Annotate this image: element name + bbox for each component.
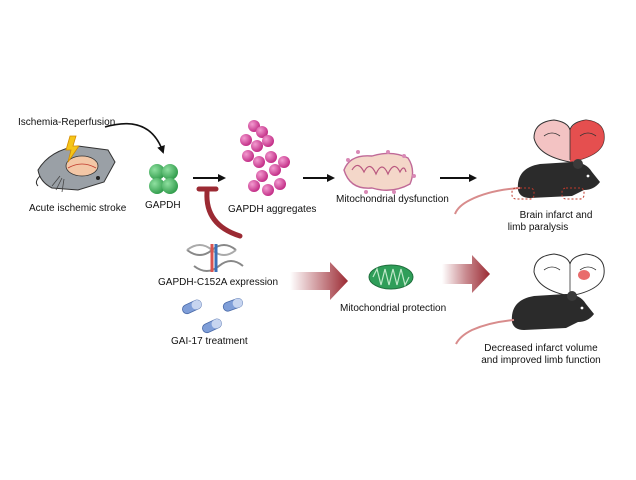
label-outcome-good-1: Decreased infarct volume: [484, 343, 598, 354]
mouse-icon: [455, 291, 594, 345]
brain-slice-icon: [533, 253, 605, 297]
brain-slice-icon: [533, 119, 605, 163]
mitochondrion-healthy-icon: [368, 264, 414, 290]
lightning-icon: [65, 135, 80, 163]
label-stroke: Acute ischemic stroke: [29, 203, 127, 214]
label-gapdh: GAPDH: [145, 200, 181, 211]
mitochondrion-damaged-icon: [343, 150, 416, 194]
capsule-icon: [182, 298, 244, 334]
dna-helix-icon: [186, 244, 244, 272]
aggregate-chain-icon: [240, 120, 290, 196]
label-mito-dysfunction: Mitochondrial dysfunction: [336, 194, 449, 205]
label-mutant-expression: GAPDH-C152A expression: [158, 277, 279, 288]
label-outcome-good-2: and improved limb function: [481, 355, 601, 366]
gapdh-tetramer-icon: [149, 164, 178, 194]
inhibition-arrow: [196, 186, 243, 239]
label-outcome-bad-2: limb paralysis: [507, 222, 569, 233]
arrow-ischemia-to-gapdh: [104, 122, 165, 154]
protection-arrow-1: [290, 262, 348, 300]
label-aggregates: GAPDH aggregates: [228, 204, 317, 215]
mouse-icon: [454, 159, 600, 215]
label-outcome-bad-1: Brain infarct and: [519, 210, 593, 221]
label-mito-protection: Mitochondrial protection: [340, 303, 447, 314]
rat-head-icon: [35, 145, 116, 193]
protection-arrow-2: [442, 255, 490, 293]
label-ischemia: Ischemia-Reperfusion: [18, 117, 116, 128]
label-drug-treatment: GAI-17 treatment: [171, 336, 248, 347]
